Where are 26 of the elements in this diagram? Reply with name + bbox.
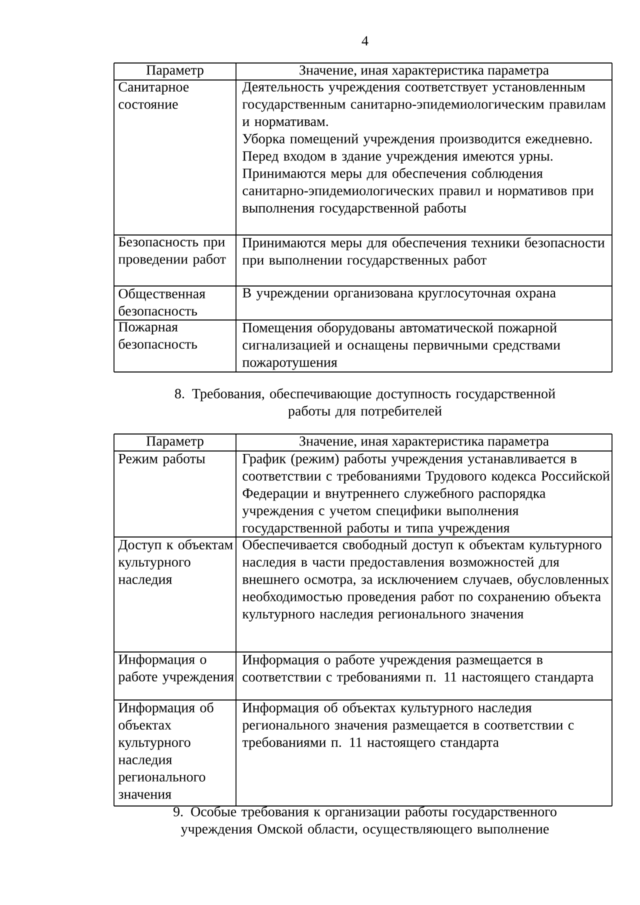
parameter-value: В учреждении организована круглосуточная охрана	[242, 288, 556, 300]
parameter-name: Санитарное состояние	[118, 82, 189, 109]
parameter-name: Информация о работе учреждения	[118, 654, 234, 684]
parameter-name: Пожарная безопасность	[118, 322, 198, 349]
parameter-name: Общественная безопасность	[118, 288, 206, 316]
parameter-value: Помещения оборудованы автоматической пожарной сигнализацией и оснащены первичными средствами пожаротушения	[242, 322, 560, 370]
parameter-value: Обеспечивается свободный доступ к объектам культурного наследия в части предоставления возможностей для внешнего осмотра, за исключением случаев, обусловленных необходимостью проведения работ по сохранению объекта культурного наследия регионального значения	[242, 539, 609, 622]
parameter-value: График (режим) работы учреждения устанавливается в соответствии с требованиями Трудового кодекса Российской Федерации и внутреннего служебного распорядка учреждения с учетом специфики выполнения государственной работы и типа учреждения	[242, 453, 610, 536]
parameter-value: Принимаются меры для обеспечения соблюдения санитарно-эпидемиологических правил и нормативов при выполнения государственной работы	[242, 168, 594, 216]
parameter-name: Информация об объектах культурного наследия регионального значения	[118, 702, 214, 799]
column-header: Параметр	[146, 65, 204, 78]
parameter-name: Режим работы	[118, 453, 206, 466]
parameter-value: Информация о работе учреждения размещается в соответствии с требованиями п. 11 настоящего стандарта	[242, 654, 594, 684]
parameter-value: Уборка помещений учреждения производится ежедневно.	[242, 133, 592, 146]
parameter-name: Безопасность при проведении работ	[118, 237, 226, 267]
parameter-value: Перед входом в здание учреждения имеются урны.	[242, 151, 552, 164]
column-header: Значение, иная характеристика параметра	[300, 65, 549, 78]
parameter-value: Принимаются меры для обеспечения техники безопасности при выполнении государственных работ	[242, 237, 605, 268]
column-header: Параметр	[146, 436, 204, 449]
section-heading: 8. Требования, обеспечивающие доступность государственной работы для потребителей	[175, 388, 556, 418]
section-heading: 9. Особые требования к организации работы государственного учреждения Омской области, осуществляющего выполнение	[174, 806, 556, 837]
parameter-value: Информация об объектах культурного наследия регионального значения размещается в соответствии с требованиями п. 11 настоящего стандарта	[242, 702, 574, 750]
parameter-name: Доступ к объектам культурного наследия	[118, 539, 233, 587]
parameter-value: Деятельность учреждения соответствует установленным государственным санитарно-эпидемиологическим правилам и нормативам.	[242, 82, 606, 129]
page-number: 4	[362, 36, 368, 46]
column-header: Значение, иная характеристика параметра	[300, 436, 549, 449]
